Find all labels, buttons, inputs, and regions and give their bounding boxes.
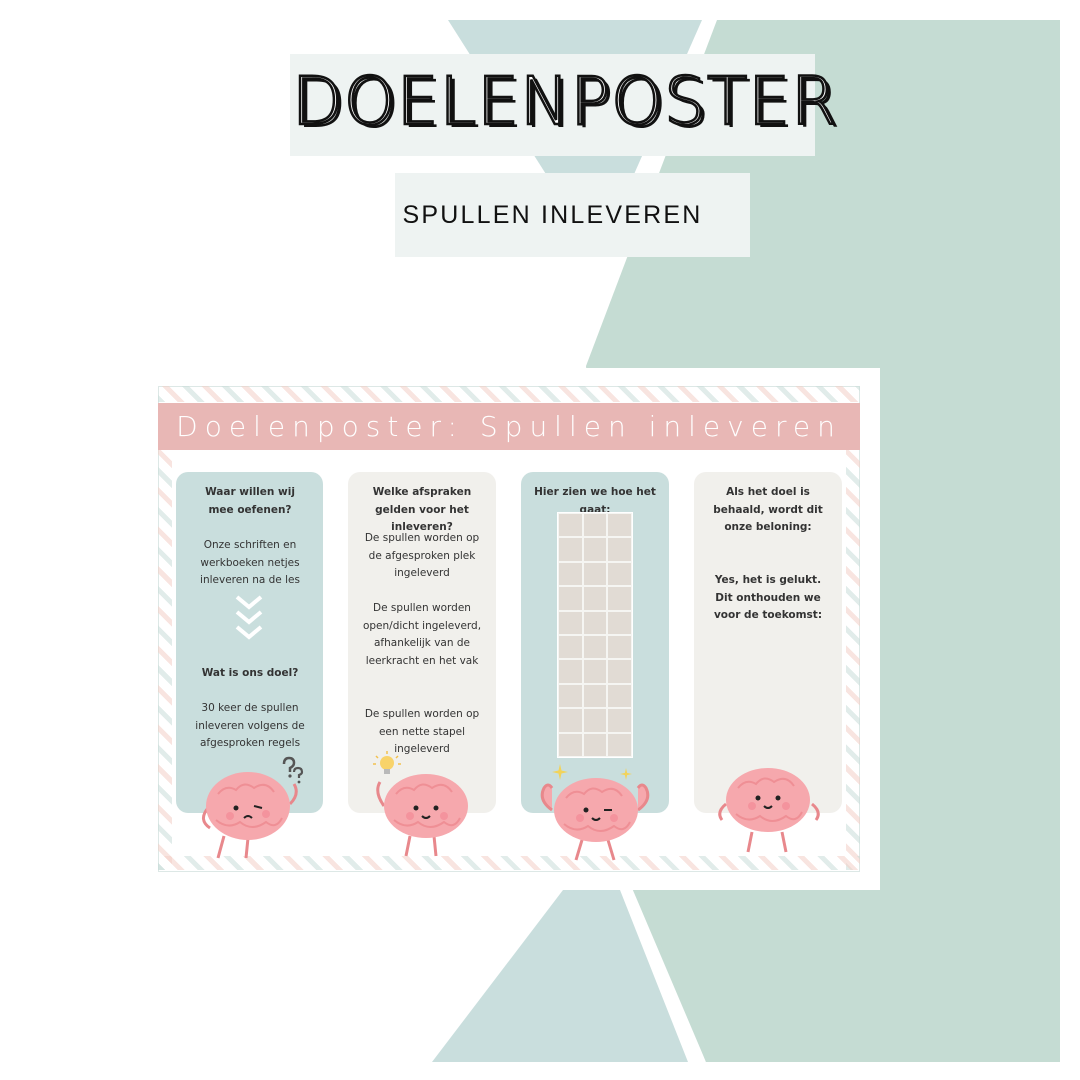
goal-body: 30 keer de spullen inleveren volgens de … bbox=[195, 702, 305, 749]
tracker-cell bbox=[558, 513, 583, 538]
tracker-cell bbox=[582, 708, 608, 733]
tracker-cell bbox=[582, 513, 608, 538]
tracker-cell bbox=[558, 610, 583, 635]
column-reward bbox=[694, 472, 842, 813]
tracker-cell bbox=[558, 732, 583, 757]
tracker-cell bbox=[607, 610, 632, 635]
column-agreements bbox=[348, 472, 496, 813]
poster-border-left bbox=[158, 450, 172, 870]
title-band bbox=[290, 54, 815, 156]
reward-body: Yes, het is gelukt. Dit onthouden we voo… bbox=[713, 574, 823, 621]
page-title: DOELENPOSTER bbox=[291, 62, 838, 142]
tracker-cell bbox=[558, 561, 583, 587]
tracker-cell bbox=[607, 586, 632, 611]
sparkle-icon bbox=[552, 764, 568, 780]
tracker-cell bbox=[558, 708, 583, 733]
tracker-cell bbox=[607, 513, 632, 538]
question-marks-icon bbox=[282, 756, 304, 784]
agreement-rule-3: De spullen worden op een nette stapel in… bbox=[364, 708, 480, 755]
tracker-cell bbox=[558, 537, 583, 562]
tracker-cell bbox=[558, 634, 583, 660]
tracker-cell bbox=[607, 561, 632, 587]
tracker-cell bbox=[582, 537, 608, 562]
chevron-down-icon bbox=[235, 595, 263, 640]
poster-header bbox=[158, 403, 860, 450]
tracker-cell bbox=[558, 683, 583, 709]
poster-border-bottom bbox=[158, 856, 860, 870]
practice-heading: Waar willen wij mee oefenen? bbox=[205, 486, 295, 516]
brain-mascot-thinking bbox=[202, 772, 298, 859]
tracker-cell bbox=[607, 537, 632, 562]
tracker-cell bbox=[607, 708, 632, 733]
agreements-heading: Welke afspraken gelden voor het inlevere… bbox=[372, 486, 472, 533]
tracker-cell bbox=[558, 659, 583, 684]
brain-mascot-strong bbox=[540, 778, 650, 861]
light-blue-triangle-bottom bbox=[432, 890, 688, 1062]
tracker-cell bbox=[607, 732, 632, 757]
poster-border-top bbox=[158, 386, 860, 402]
tracker-cell bbox=[582, 732, 608, 757]
practice-body: Onze schriften en werkboeken netjes inle… bbox=[200, 539, 300, 586]
agreement-rule-1: De spullen worden op de afgesproken plek… bbox=[364, 532, 480, 579]
poster-title: Doelenposter: Spullen inleveren bbox=[176, 410, 842, 443]
tracker-cell bbox=[582, 586, 608, 611]
progress-tracker-grid bbox=[557, 512, 633, 758]
brain-mascot-happy bbox=[718, 768, 820, 853]
column-practice bbox=[176, 472, 323, 813]
tracker-cell bbox=[582, 561, 608, 587]
goal-heading: Wat is ons doel? bbox=[201, 667, 299, 679]
tracker-cell bbox=[582, 659, 608, 684]
mint-panel-bottom bbox=[640, 890, 880, 1062]
tracker-cell bbox=[558, 586, 583, 611]
tracker-cell bbox=[582, 610, 608, 635]
agreement-rule-2: De spullen worden open/dicht ingeleverd,… bbox=[362, 602, 482, 667]
tracker-cell bbox=[607, 659, 632, 684]
brain-mascot-idea bbox=[376, 774, 468, 857]
tracker-cell bbox=[582, 634, 608, 660]
poster-border-right bbox=[846, 450, 860, 870]
subtitle-band bbox=[395, 173, 750, 257]
reward-heading: Als het doel is behaald, wordt dit onze … bbox=[713, 486, 823, 533]
tracker-cell bbox=[607, 634, 632, 660]
lightbulb-icon bbox=[373, 751, 401, 774]
tracker-cell bbox=[582, 683, 608, 709]
page-subtitle: SPULLEN INLEVEREN bbox=[402, 201, 703, 229]
sparkle-icon bbox=[620, 768, 632, 780]
tracker-cell bbox=[607, 683, 632, 709]
